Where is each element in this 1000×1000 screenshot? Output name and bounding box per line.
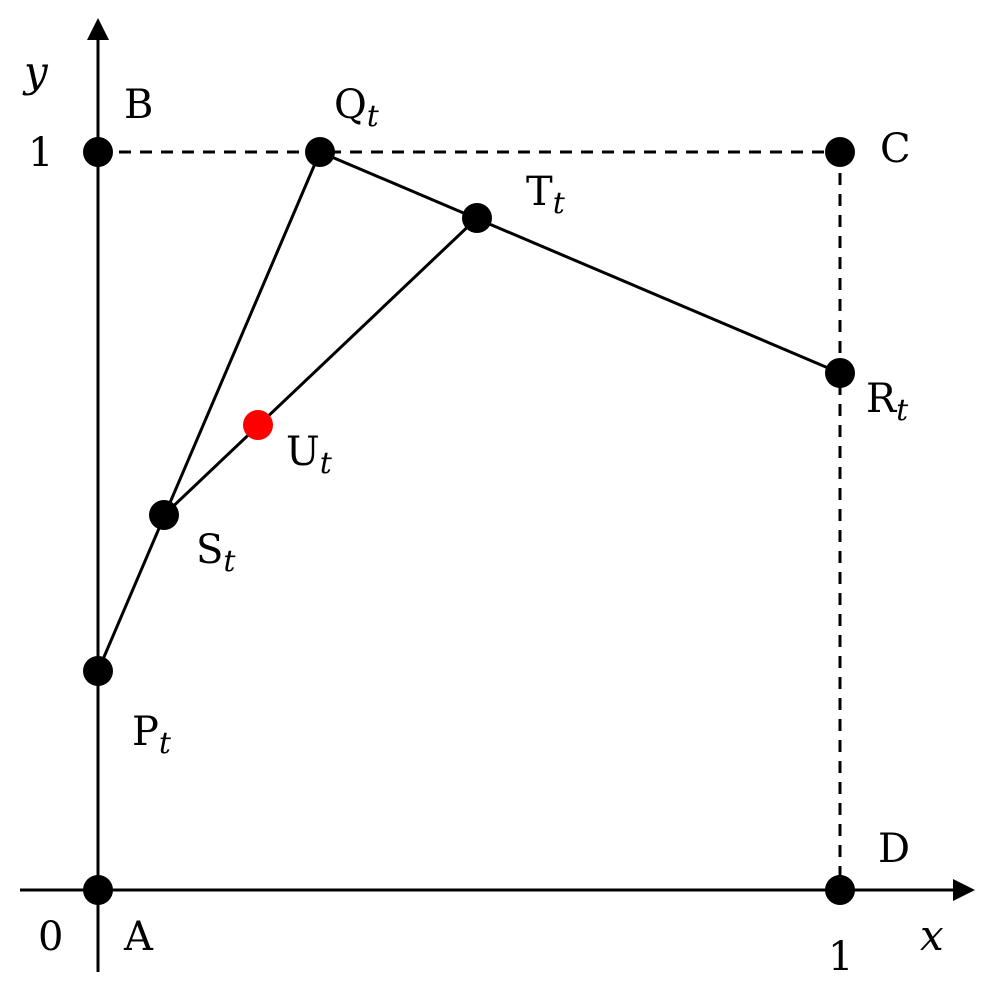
label-t: Tt [526, 169, 566, 221]
point-d [825, 875, 855, 905]
origin-label: 0 [38, 914, 63, 960]
label-q: Qt [334, 82, 380, 134]
label-t-subscript: t [553, 186, 566, 221]
point-b [83, 137, 113, 167]
label-s-subscript: t [223, 544, 236, 579]
label-b: B [124, 82, 153, 128]
label-r-name: R [866, 376, 898, 422]
point-s [149, 500, 179, 530]
y-axis-arrowhead [87, 18, 109, 40]
x-axis-label: x [920, 911, 944, 960]
point-p [83, 656, 113, 686]
label-s-name: S [196, 527, 223, 573]
label-d: D [878, 826, 910, 872]
label-u-subscript: t [320, 446, 333, 481]
label-p: Pt [132, 709, 172, 761]
point-t [462, 203, 492, 233]
label-t-name: T [526, 169, 553, 215]
point-q [305, 137, 335, 167]
label-p-subscript: t [159, 726, 172, 761]
x-axis-arrowhead [953, 879, 975, 901]
y-tick-label: 1 [28, 130, 53, 176]
label-u-name: U [286, 429, 320, 475]
point-u [243, 410, 273, 440]
y-axis-label: y [22, 47, 49, 96]
point-a [83, 875, 113, 905]
label-r: Rt [866, 376, 909, 428]
segment-s-t [162, 216, 479, 517]
label-q-subscript: t [367, 99, 380, 134]
x-tick-label: 1 [828, 934, 853, 980]
point-c [825, 137, 855, 167]
segment-p-q [96, 151, 322, 672]
label-u: Ut [286, 429, 333, 481]
label-r-subscript: t [896, 393, 909, 428]
segment-q-r [319, 150, 841, 375]
label-s: St [196, 527, 236, 579]
label-p-name: P [132, 709, 159, 755]
label-c: C [880, 126, 911, 172]
point-r [825, 358, 855, 388]
label-q-name: Q [334, 82, 367, 128]
label-a: A [123, 914, 154, 960]
